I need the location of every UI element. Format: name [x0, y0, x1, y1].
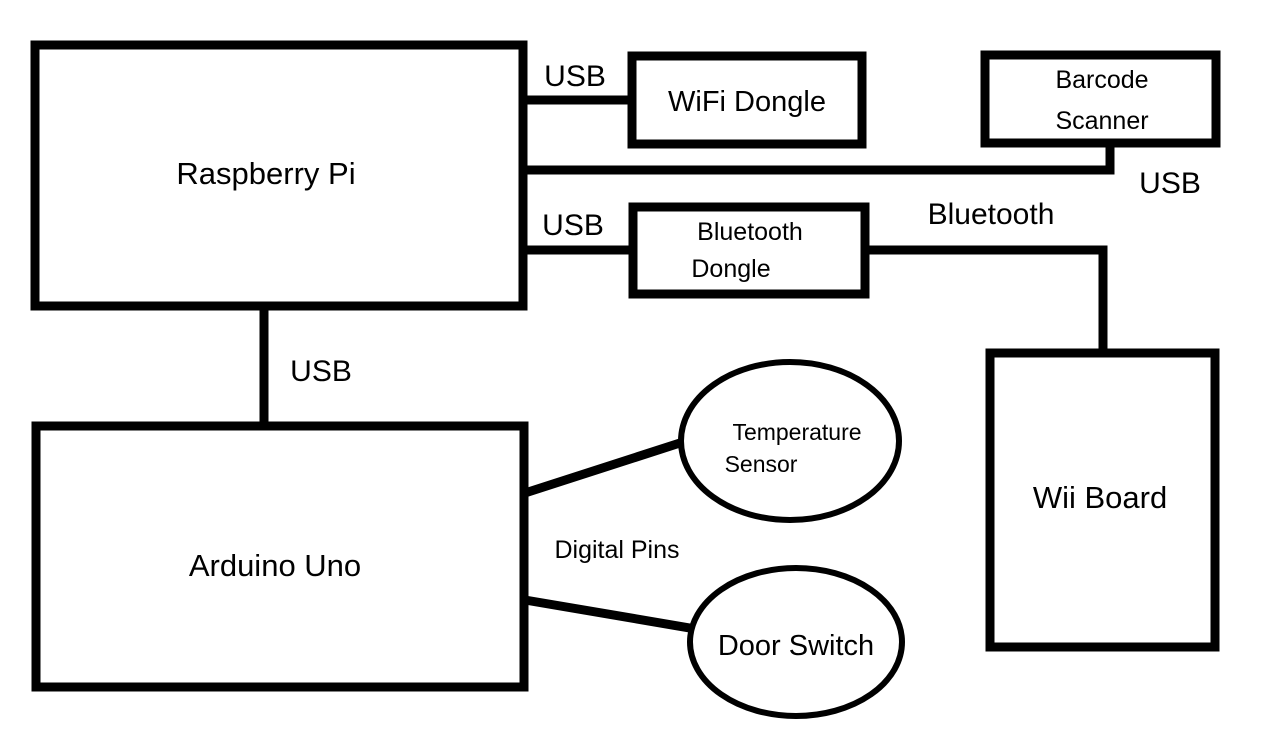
wifi-dongle-label: WiFi Dongle [668, 86, 826, 118]
edge-label-pi-arduino: USB [290, 355, 352, 388]
temperature-sensor-node: Temperature Sensor [678, 359, 902, 523]
connectors [259, 95, 1115, 634]
wire-pi-barcode [520, 137, 1115, 175]
bluetooth-dongle-node: Bluetooth Dongle [628, 202, 870, 299]
door-switch-node: Door Switch [687, 565, 905, 719]
door-switch-label: Door Switch [718, 630, 874, 662]
edge-label-bluetooth-wii: Bluetooth [928, 198, 1055, 231]
barcode-scanner-label-line2: Scanner [1055, 107, 1148, 135]
wii-board-label: Wii Board [1033, 480, 1167, 515]
edge-label-pi-wifi: USB [544, 60, 606, 93]
barcode-scanner-node: Barcode Scanner [980, 50, 1221, 148]
wire-arduino-temperature [519, 436, 689, 499]
edge-label-pi-bluetooth: USB [542, 209, 604, 242]
wii-board-node: Wii Board [985, 348, 1220, 652]
edge-label-pi-barcode: USB [1139, 167, 1201, 200]
raspberry-pi-label: Raspberry Pi [176, 156, 355, 191]
arduino-uno-label: Arduino Uno [189, 548, 361, 583]
wire-bluetooth-wii [861, 245, 1108, 357]
edge-label-arduino-sensors: Digital Pins [554, 536, 679, 564]
wire-arduino-door [519, 594, 696, 634]
bluetooth-dongle-label-line1: Bluetooth [697, 218, 803, 246]
temperature-sensor-label-line1: Temperature [732, 419, 861, 445]
barcode-scanner-label-line1: Barcode [1055, 66, 1148, 94]
wifi-dongle-node: WiFi Dongle [627, 51, 867, 149]
raspberry-pi-node: Raspberry Pi [30, 40, 528, 311]
edge-labels: USB USB USB Bluetooth USB Digital Pins [290, 60, 1201, 564]
temperature-sensor-label-line2: Sensor [725, 451, 798, 477]
bluetooth-dongle-label-line2: Dongle [691, 255, 770, 283]
arduino-uno-node: Arduino Uno [31, 421, 529, 692]
